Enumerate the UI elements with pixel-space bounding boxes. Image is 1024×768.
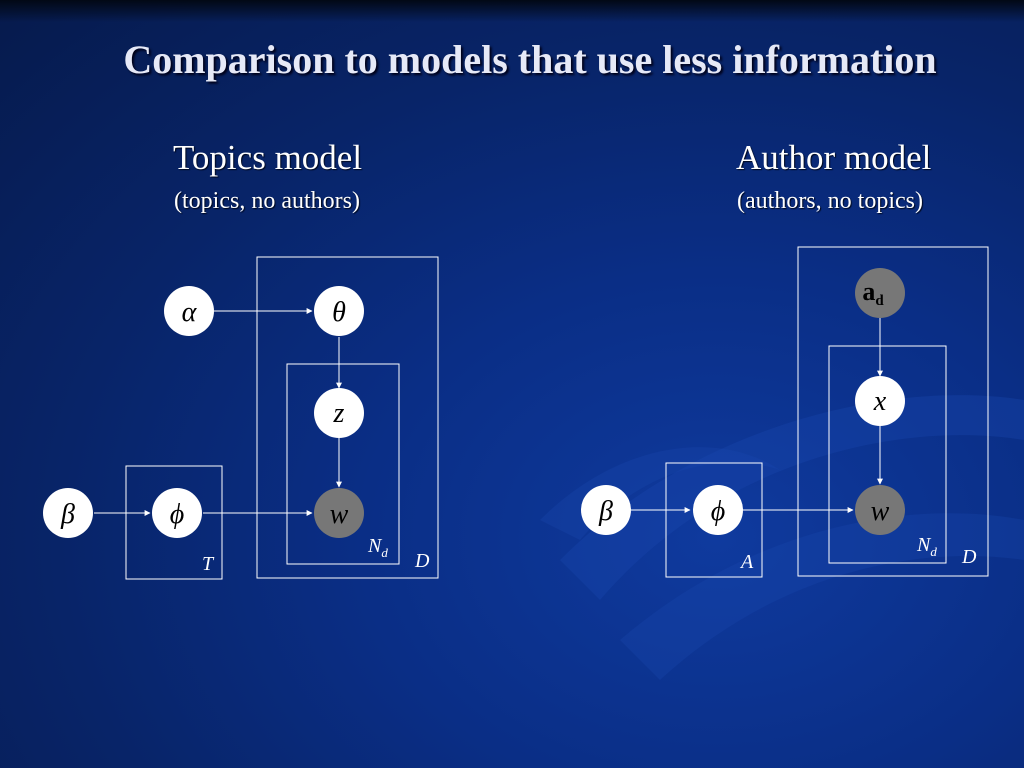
node-x: x — [855, 376, 905, 426]
node-ad-label: ad — [862, 277, 884, 309]
node-w-observed: w — [314, 488, 364, 538]
node-alpha-label: α — [182, 297, 198, 328]
node-z: z — [314, 388, 364, 438]
node-w-label: w — [871, 496, 890, 527]
node-ad-observed: ad — [855, 268, 905, 318]
node-theta-label: θ — [332, 297, 346, 328]
node-beta: β — [581, 485, 631, 535]
plate-t — [125, 465, 223, 580]
slide-title: Comparison to models that use less infor… — [123, 37, 937, 82]
topics-model-diagram: α θ z w β ϕ T D Nd — [43, 256, 439, 580]
plate-nd — [286, 363, 400, 565]
plate-d — [797, 246, 989, 577]
plate-nd-label: Nd — [916, 534, 937, 559]
node-beta-label: β — [60, 499, 75, 530]
node-theta: θ — [314, 286, 364, 336]
plate-a — [665, 462, 763, 578]
plate-a-label: A — [739, 551, 754, 573]
plate-d-label: D — [414, 550, 430, 572]
topics-model-subheading: (topics, no authors) — [174, 188, 360, 214]
author-model-heading: Author model — [736, 138, 932, 177]
node-phi: ϕ — [152, 488, 202, 538]
node-alpha: α — [164, 286, 214, 336]
plate-t-label: T — [202, 553, 215, 575]
node-w-label: w — [330, 499, 349, 530]
node-w-observed: w — [855, 485, 905, 535]
topics-model-heading: Topics model — [173, 138, 363, 177]
plate-nd-label: Nd — [367, 535, 388, 560]
node-beta-label: β — [598, 496, 613, 527]
plate-d-label: D — [961, 546, 977, 568]
plate-nd — [828, 345, 947, 564]
node-phi-label: ϕ — [711, 496, 726, 527]
plate-d — [256, 256, 439, 579]
node-x-label: x — [873, 386, 887, 417]
node-z-label: z — [333, 398, 345, 429]
author-model-subheading: (authors, no topics) — [737, 188, 923, 214]
node-phi: ϕ — [693, 485, 743, 535]
node-phi-label: ϕ — [170, 499, 185, 530]
node-beta: β — [43, 488, 93, 538]
author-model-diagram: ad x w β ϕ A D Nd — [581, 246, 989, 578]
top-dark-band — [0, 0, 1024, 22]
